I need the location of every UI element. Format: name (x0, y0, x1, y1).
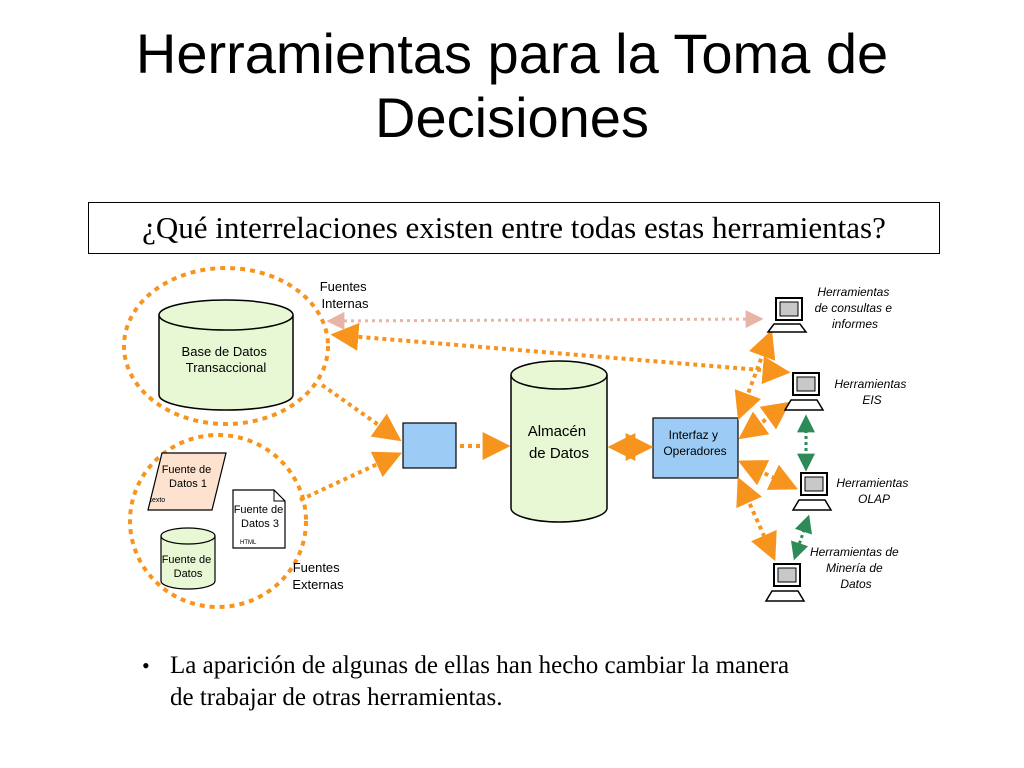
source3-tag: HTML (240, 540, 257, 546)
computer-icon-eis (783, 372, 825, 411)
tool-reports-label: Herramientas de consultas e informes (815, 285, 896, 331)
arrow-interface-mining (736, 476, 777, 562)
external-sources-label: Fuentes Externas (292, 560, 344, 592)
computer-icon-mining (764, 563, 806, 602)
tool-eis-label: Herramientas EIS (834, 377, 909, 407)
data-source-1: Fuente de Datos 1 texto (147, 452, 227, 511)
staging-box (402, 422, 457, 469)
computer-icon-reports (766, 297, 808, 333)
svg-text:Almacén de Datos: Almacén de Datos (528, 423, 591, 462)
db-label-1: Base de Datos (182, 344, 268, 359)
question-box: ¿Qué interrelaciones existen entre todas… (88, 202, 940, 254)
interface-label-1: Interfaz y (669, 428, 718, 442)
source3-label-2: Datos 3 (241, 518, 279, 530)
interface-box: Interfaz y Operadores (652, 417, 739, 479)
tool-links (791, 414, 815, 561)
title-line-2: Decisiones (375, 86, 649, 149)
source2-label-2: Datos (174, 568, 203, 580)
bullet-text: La aparición de algunas de ellas han hec… (170, 650, 900, 714)
arrow-external-to-staging (299, 451, 403, 502)
arrow-interface-olap (737, 460, 799, 490)
arrow-interface-eis (738, 401, 791, 440)
bullet-symbol: • (142, 653, 150, 678)
source3-label-1: Fuente de (234, 504, 284, 516)
tool-olap-label: Herramientas OLAP (836, 476, 911, 506)
interface-label-2: Operadores (663, 444, 726, 458)
svg-text:Base de Datos Transaccio: Base de Datos Transaccional (182, 344, 271, 375)
bullet-line-2: de trabajar de otras herramientas. (170, 684, 503, 711)
data-warehouse-cylinder: Almacén de Datos (510, 360, 608, 523)
source1-label-2: Datos 1 (169, 478, 207, 490)
warehouse-label-2: de Datos (529, 445, 589, 462)
data-source-3: Fuente de Datos 3 HTML (232, 489, 287, 549)
slide-title: Herramientas para la Toma de Decisiones (0, 22, 1024, 150)
arrow-reports-to-internal (326, 310, 764, 330)
svg-text:Fuente de Datos: Fuente de Datos (162, 554, 215, 580)
tool-mining-label: Herramientas de Minería de Datos (810, 545, 902, 591)
transactional-db-cylinder: Base de Datos Transaccional (158, 299, 294, 411)
external-sources-circle (128, 433, 308, 609)
svg-text:Fuente de Datos 3: Fuente de Datos 3 (234, 504, 287, 530)
title-line-1: Herramientas para la Toma de (135, 22, 889, 85)
source1-label-1: Fuente de (162, 464, 212, 476)
source1-tag: texto (150, 497, 165, 504)
internal-sources-circle (122, 266, 330, 426)
computer-icon-olap (791, 472, 833, 511)
svg-text:Interfaz y Operadores: Interfaz y Operadores (663, 428, 726, 458)
svg-text:Fuente de Datos 1: Fuente de Datos 1 (162, 464, 215, 490)
arrow-eis-to-internal (330, 322, 791, 385)
arrow-interface-reports (734, 329, 776, 421)
internal-sources-label: Fuentes Internas (320, 279, 371, 311)
source2-label-1: Fuente de (162, 554, 212, 566)
db-label-2: Transaccional (186, 360, 267, 375)
warehouse-label-1: Almacén (528, 423, 586, 440)
flow-arrows (299, 322, 799, 562)
arrow-internal-to-staging (320, 383, 402, 442)
bullet-line-1: La aparición de algunas de ellas han hec… (170, 652, 790, 679)
data-source-2-cylinder: Fuente de Datos (160, 527, 216, 590)
link-olap-mining (791, 514, 812, 561)
